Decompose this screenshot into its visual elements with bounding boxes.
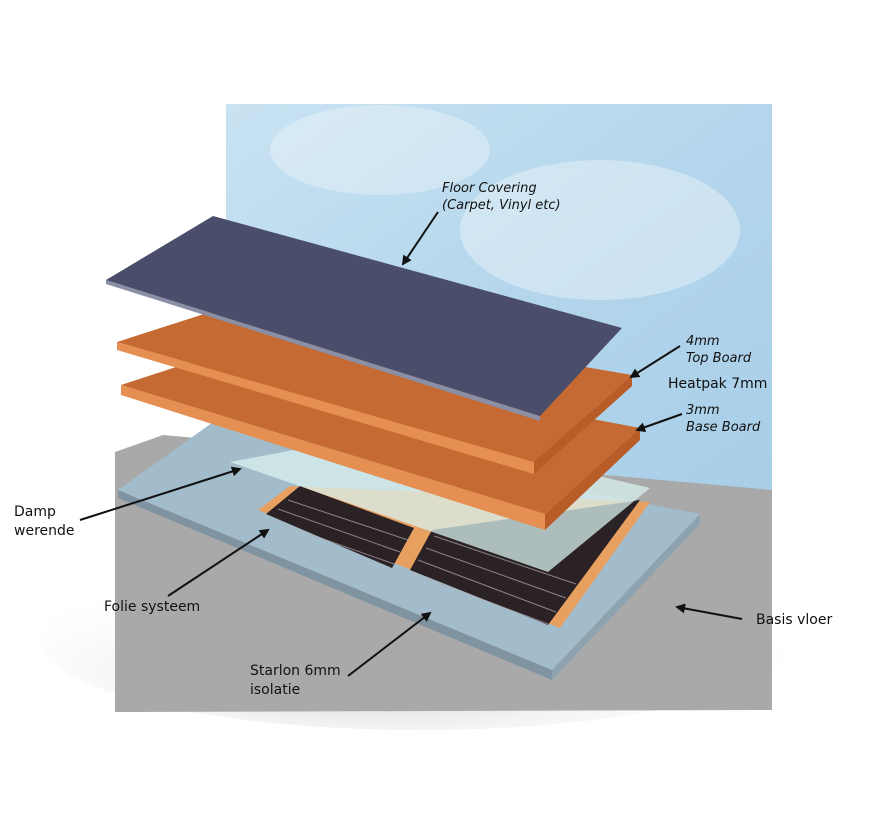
label-top-board-line2: Top Board — [686, 351, 752, 366]
top-board — [117, 306, 632, 462]
wall-cloud — [460, 160, 740, 300]
top-board-edge — [117, 342, 534, 474]
label-basis-text: Basis vloer — [756, 612, 833, 628]
heating-film-lines — [269, 499, 577, 625]
label-top-board-line1: 4mm — [686, 334, 720, 349]
label-base-board: 3mm Base Board — [686, 402, 760, 436]
arrow-top-board — [629, 345, 681, 379]
label-floor-covering-line1: Floor Covering — [442, 181, 537, 196]
label-basis: Basis vloer — [756, 611, 832, 630]
arrow-folie — [167, 528, 270, 597]
label-starlon: Starlon 6mm isolatie — [250, 662, 341, 700]
label-starlon-line2: isolatie — [250, 682, 301, 698]
label-damp-line1: Damp — [14, 504, 56, 520]
label-heatpak: Heatpak 7mm — [668, 375, 767, 394]
label-floor-covering: Floor Covering (Carpet, Vinyl etc) — [442, 180, 561, 214]
arrow-starlon — [347, 611, 432, 677]
label-starlon-line1: Starlon 6mm — [250, 663, 341, 679]
label-base-board-line1: 3mm — [686, 403, 720, 418]
arrow-basis — [675, 603, 743, 620]
base-board-edge — [121, 385, 545, 530]
label-base-board-line2: Base Board — [686, 420, 761, 435]
label-floor-covering-line2: (Carpet, Vinyl etc) — [442, 198, 561, 213]
top-board-edge — [534, 375, 632, 474]
floor-covering-edge — [106, 280, 540, 421]
label-damp: Damp werende — [14, 503, 75, 541]
arrow-base-board — [635, 413, 683, 433]
insulation-board-edge — [552, 514, 700, 680]
insulation-board-edge — [118, 490, 552, 680]
arrow-damp — [79, 466, 242, 521]
floor-covering — [106, 216, 622, 416]
base-board-edge — [545, 428, 640, 530]
label-folie-text: Folie systeem — [104, 599, 201, 615]
wall-cloud — [270, 105, 490, 195]
base-board — [121, 350, 640, 514]
label-damp-line2: werende — [14, 523, 75, 539]
label-top-board: 4mm Top Board — [686, 333, 751, 367]
arrow-floor-covering — [401, 211, 439, 266]
label-folie: Folie systeem — [104, 598, 200, 617]
label-heatpak-text: Heatpak 7mm — [668, 376, 768, 392]
heating-film — [266, 486, 414, 568]
